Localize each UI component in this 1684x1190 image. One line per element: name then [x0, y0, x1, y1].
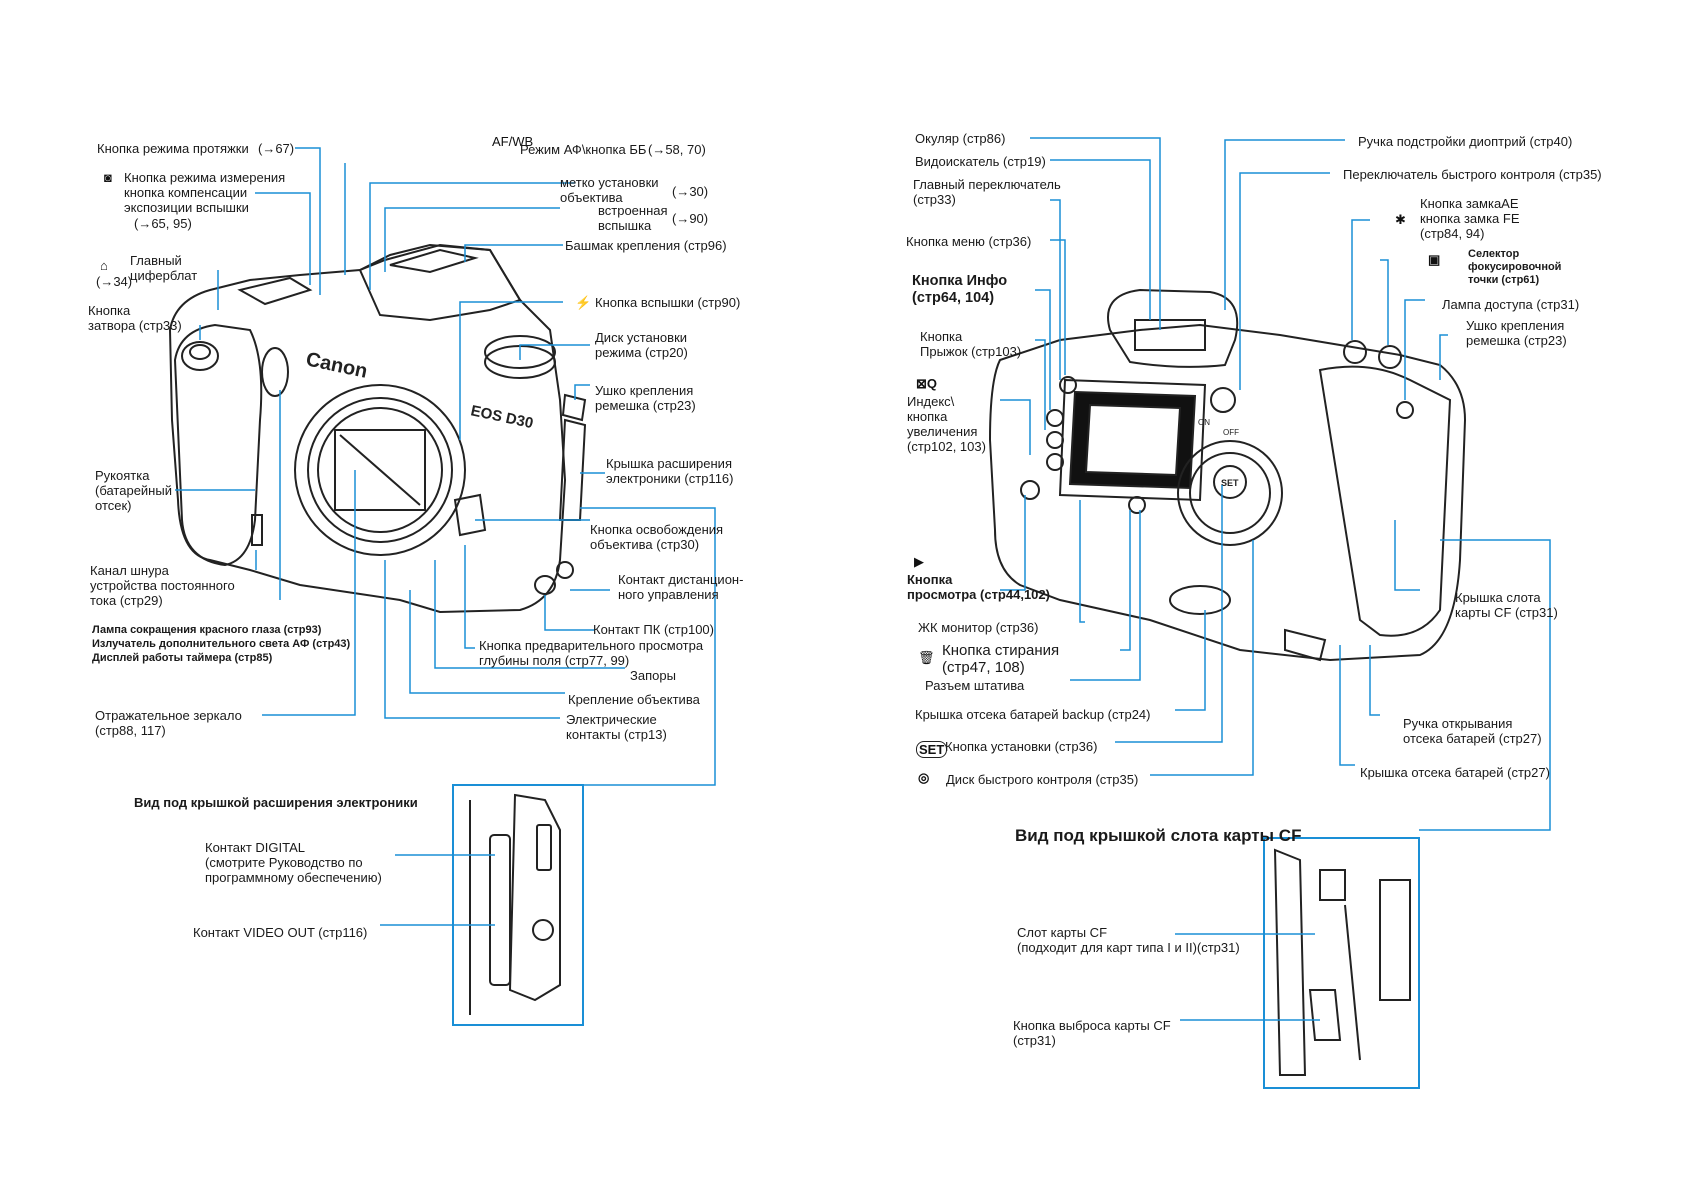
label-mount: Крепление объектива [568, 692, 700, 707]
label-access-lamp: Лампа доступа (стр31) [1442, 297, 1580, 312]
label-quick-dial: Диск быстрого контроля (стр35) [946, 772, 1139, 787]
label-grip: Рукоятка (батарейный отсек) [95, 468, 172, 513]
label-drive-mode: Кнопка режима протяжки [97, 141, 249, 156]
label-playback: Кнопка просмотра (стр44,102) [907, 572, 1050, 602]
label-cf-slot: Слот карты CF (подходит для карт типа I … [1017, 925, 1240, 955]
flash-icon: ⚡ [575, 295, 592, 310]
label-pc-contact: Контакт ПК (стр100) [593, 622, 714, 637]
label-main-switch: Главный переключатель (стр33) [913, 177, 1061, 207]
label-erase: Кнопка стирания (стр47, 108) [942, 642, 1060, 676]
label-metering: Кнопка режима измерения кнопка компенсац… [124, 170, 286, 215]
label-backup-cover: Крышка отсека батарей backup (стр24) [915, 707, 1151, 722]
label-mode-dial: Диск установки режима (стр20) [595, 330, 688, 360]
on-mark: ON [1198, 418, 1210, 427]
label-af-mode: Режим АФ\кнопка ББ [520, 142, 647, 157]
set-icon: SET [916, 741, 948, 758]
ext-cover-inset-drawing [452, 784, 584, 1026]
label-af-point: Селектор фокусировочной точки (стр61) [1468, 248, 1562, 286]
label-timer-display: Дисплей работы таймера (стр85) [92, 652, 273, 664]
label-electric: Электрические контакты (стр13) [566, 712, 667, 742]
erase-icon: 🗑 [918, 650, 935, 665]
caption-cf-slot-view: Вид под крышкой слота карты CF [1015, 826, 1302, 845]
label-menu: Кнопка меню (стр36) [906, 234, 1032, 249]
model-mark: EOS D30 [469, 402, 535, 432]
label-mirror: Отражательное зеркало (стр88, 117) [95, 708, 242, 738]
label-lens-release: Кнопка освобождения объектива (стр30) [590, 522, 724, 552]
label-cf-cover: Крышка слота карты CF (стр31) [1455, 590, 1558, 620]
label-strap-left: Ушко крепления ремешка (стр23) [595, 383, 696, 413]
label-lens-mark-ref: (→30) [672, 184, 709, 199]
index-icon: ⊠Q [916, 376, 938, 391]
label-dof: Кнопка предварительного просмотра глубин… [479, 638, 704, 668]
label-info: Кнопка Инфо (стр64, 104) [912, 273, 1008, 306]
metering-icon: ◙ [104, 170, 112, 185]
label-remote: Контакт дистанцион- ного управления [618, 572, 744, 602]
label-diopter: Ручка подстройки диоптрий (стр40) [1358, 134, 1573, 149]
label-ae-lock: Кнопка замкаАЕ кнопка замка FE (стр84, 9… [1420, 196, 1520, 241]
label-built-flash-ref: (→90) [672, 211, 709, 226]
front-camera-drawing: Canon EOS D30 [168, 243, 587, 614]
label-strap-right: Ушко крепления ремешка (стр23) [1466, 318, 1567, 348]
label-batt-handle: Ручка открывания отсека батарей (стр27) [1403, 716, 1542, 746]
af-wb-icon: AF/WB [492, 134, 534, 149]
label-lcd: ЖК монитор (стр36) [918, 620, 1039, 635]
label-drive-ref: (→67) [258, 141, 295, 156]
label-redeye-lamp: Лампа сокращения красного глаза (стр93) [92, 624, 322, 636]
quick-dial-icon: ◎ [918, 770, 930, 785]
label-metering-ref: (→65, 95) [134, 216, 192, 231]
label-index: Индекс\ кнопка увеличения (стр102, 103) [907, 394, 986, 454]
ae-lock-icon: ✱ [1395, 212, 1406, 227]
label-af-assist: Излучатель дополнительного света АФ (стр… [92, 638, 351, 650]
label-flash-button: Кнопка вспышки (стр90) [595, 295, 741, 310]
label-main-dial-ref: (→34) [96, 274, 133, 289]
back-camera-drawing: SET ON OFF [988, 288, 1467, 662]
label-set-button: Кнопка установки (стр36) [945, 739, 1098, 754]
label-digital: Контакт DIGITAL (смотрите Руководство по… [205, 840, 382, 885]
playback-icon: ▶ [914, 554, 924, 569]
brand-mark: Canon [304, 348, 369, 382]
label-jump: Кнопка Прыжок (стр103) [920, 329, 1022, 359]
label-shutter: Кнопка затвора (стр33) [88, 303, 182, 333]
label-dc-cord: Канал шнура устройства постоянного тока … [90, 563, 235, 608]
off-mark: OFF [1223, 428, 1239, 437]
label-cf-eject: Кнопка выброса карты CF (стр31) [1013, 1018, 1171, 1048]
label-viewfinder: Видоискатель (стр19) [915, 154, 1046, 169]
label-hot-shoe: Башмак крепления (стр96) [565, 238, 727, 253]
main-dial-icon: ⌂ [100, 258, 108, 273]
cf-slot-inset-drawing [1263, 837, 1420, 1089]
label-video-out: Контакт VIDEO OUT (стр116) [193, 925, 368, 940]
set-mark: SET [1221, 478, 1239, 488]
label-latches: Запоры [630, 668, 676, 683]
label-main-dial: Главный циферблат [130, 253, 198, 283]
caption-ext-cover-view: Вид под крышкой расширения электроники [134, 795, 418, 810]
af-point-icon: ▣ [1428, 252, 1441, 267]
right-leader-lines [1000, 137, 1551, 1021]
label-eyepiece: Окуляр (стр86) [915, 131, 1006, 146]
label-quick-switch: Переключатель быстрого контроля (стр35) [1343, 167, 1602, 182]
left-leader-lines [175, 147, 716, 926]
label-lens-mark: метко установки объектива [560, 175, 659, 205]
label-built-flash: встроенная вспышка [598, 203, 668, 233]
label-batt-cover: Крышка отсека батарей (стр27) [1360, 765, 1550, 780]
label-af-ref: (→58, 70) [648, 142, 706, 157]
label-tripod: Разъем штатива [925, 678, 1025, 693]
label-ext-cover: Крышка расширения электроники (стр116) [606, 456, 734, 486]
